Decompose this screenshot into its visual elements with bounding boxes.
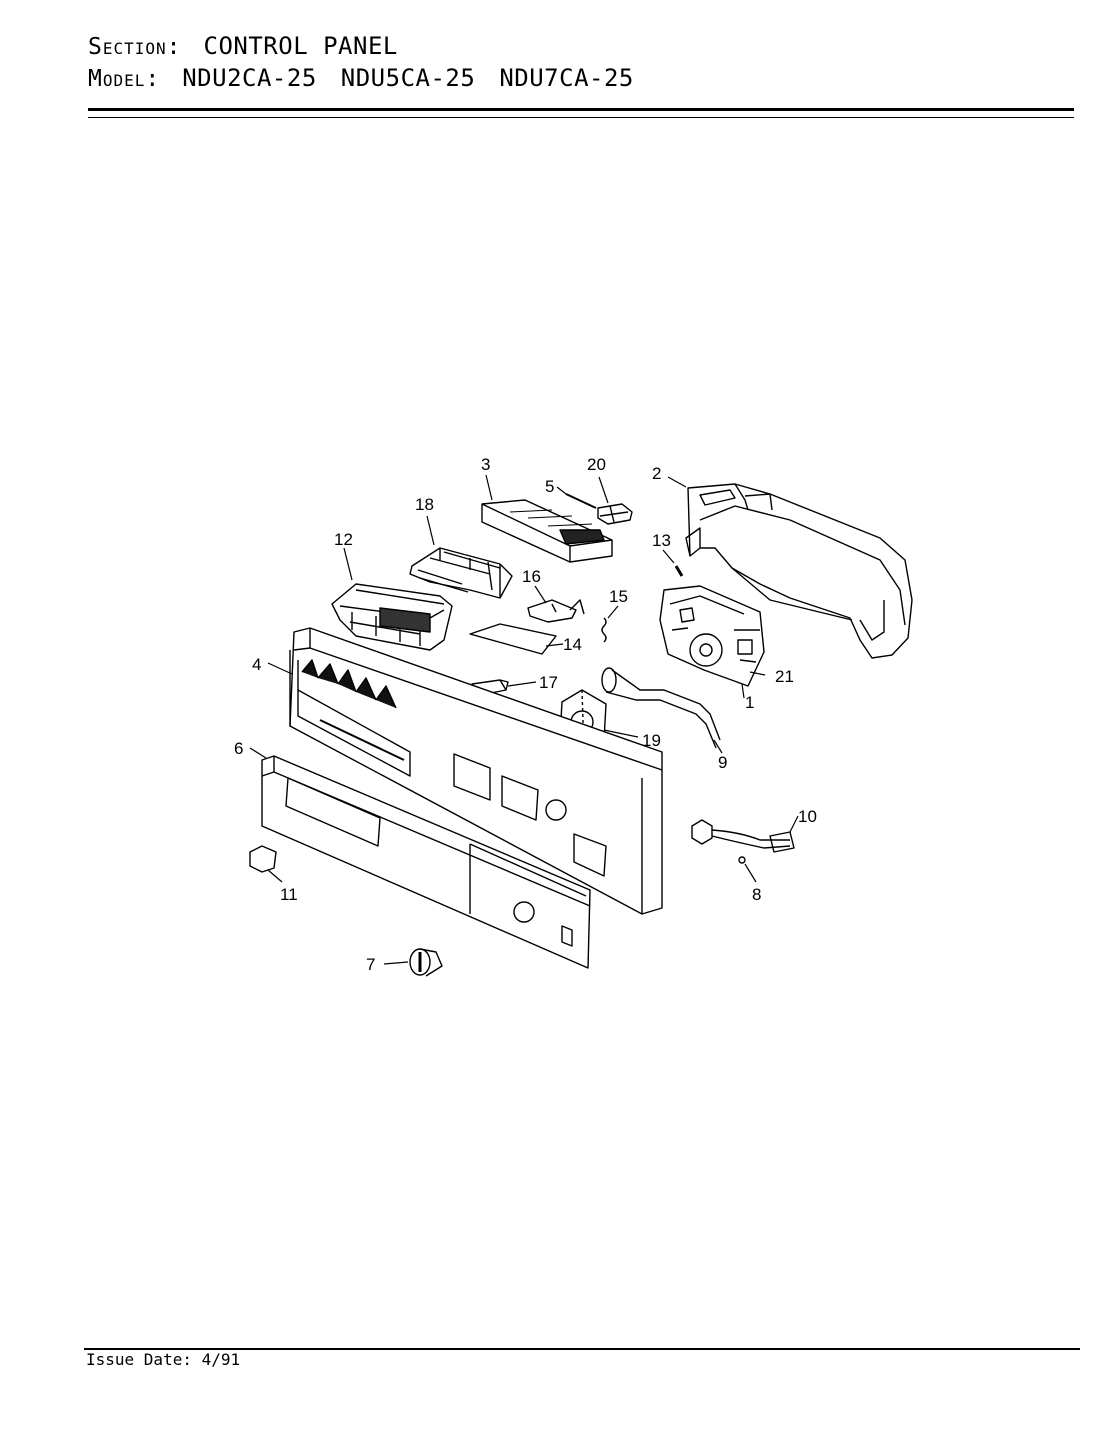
issue-date-value: 4/91 (201, 1350, 241, 1369)
model-number: NDU2CA-25 (182, 64, 317, 92)
callout-1: 1 (745, 693, 754, 712)
callout-8: 8 (752, 885, 761, 904)
model-number: NDU7CA-25 (499, 64, 634, 92)
part-panel-strip (481, 499, 613, 563)
header-rule-thick (88, 108, 1074, 111)
callout-18: 18 (415, 495, 434, 514)
footer-issue-date: Issue Date: 4/91 (86, 1350, 240, 1369)
callout-20: 20 (587, 455, 606, 474)
page-header: Section: CONTROL PANEL Model: NDU2CA-25 … (88, 32, 634, 92)
callout-7: 7 (366, 955, 375, 974)
callout-14: 14 (563, 635, 582, 654)
part-button-frame (331, 583, 453, 651)
callout-16: 16 (522, 567, 541, 586)
model-number: NDU5CA-25 (340, 64, 476, 92)
callout-12: 12 (334, 530, 353, 549)
part-spring (601, 617, 607, 643)
callout-3: 3 (481, 455, 490, 474)
part-latch-detail (551, 599, 585, 615)
callout-21: 21 (775, 667, 794, 686)
part-trim-panel (261, 755, 591, 969)
section-line: Section: CONTROL PANEL (88, 32, 634, 60)
model-label: Model: (88, 66, 161, 92)
part-small-screw (674, 565, 684, 577)
callout-17: 17 (539, 673, 558, 692)
part-linkage-rod (601, 667, 721, 749)
header-rule-thin (88, 117, 1074, 118)
callout-19: 19 (642, 731, 661, 750)
section-value: CONTROL PANEL (203, 32, 398, 60)
callout-9: 9 (718, 753, 727, 772)
leader-lines (249, 474, 799, 965)
part-control-knob (409, 948, 443, 977)
part-sheet (469, 623, 557, 655)
part-housing-bracket (685, 483, 913, 659)
model-line: Model: NDU2CA-25 NDU5CA-25 NDU7CA-25 (88, 64, 634, 92)
callout-10: 10 (798, 807, 817, 826)
part-timer-motor (659, 585, 765, 687)
part-knob-cap (597, 503, 633, 525)
callout-5: 5 (545, 477, 554, 496)
part-screw (565, 493, 597, 509)
part-small-switch-side (499, 679, 509, 691)
callout-11: 11 (280, 885, 298, 904)
part-latch (527, 599, 577, 623)
callout-6: 6 (234, 739, 243, 758)
part-control-console (289, 627, 663, 915)
callout-2: 2 (652, 464, 661, 483)
callout-13: 13 (652, 531, 671, 550)
part-grommet (738, 856, 746, 864)
callout-15: 15 (609, 587, 628, 606)
part-wire-harness (691, 819, 795, 853)
callout-4: 4 (252, 655, 261, 674)
part-switch-block (409, 547, 513, 599)
issue-date-label: Issue Date: (86, 1350, 192, 1369)
callout-numbers: 1 2 3 4 5 6 7 8 9 10 11 12 13 14 15 16 1… (234, 455, 817, 974)
footer-rule (84, 1348, 1080, 1350)
part-clip (249, 845, 277, 873)
section-label: Section: (88, 34, 182, 60)
